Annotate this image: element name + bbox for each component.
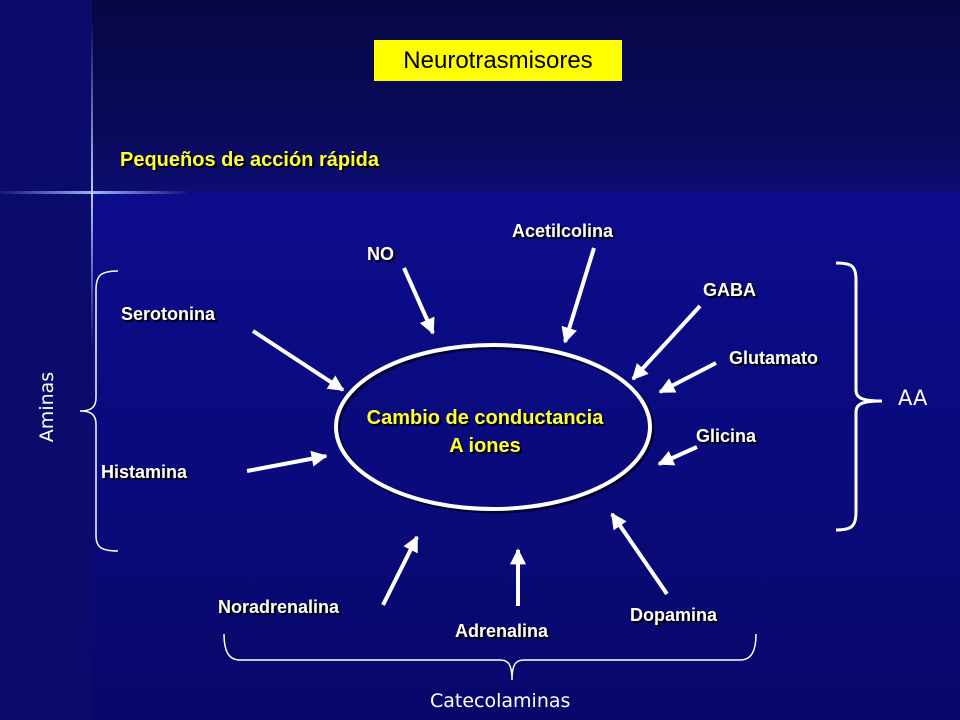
light-flare-vertical (91, 20, 93, 350)
node-no: NO (367, 244, 394, 264)
node-histamina: Histamina (101, 462, 188, 482)
node-glutamato: Glutamato (729, 348, 819, 368)
node-dopamina: Dopamina (630, 605, 718, 625)
center-label: Cambio de conductancia A iones (335, 404, 635, 460)
group-label-aa: AA (898, 386, 928, 410)
background-main-area (92, 193, 960, 720)
arrow-acetilcolina (561, 247, 596, 344)
center-label-line1: Cambio de conductancia (366, 407, 604, 429)
background-left-band (0, 0, 92, 720)
arrow-dopamina (610, 512, 669, 596)
brace-aa (835, 261, 883, 532)
node-noradrenalina: Noradrenalina (218, 597, 340, 617)
brace-aminas (79, 270, 119, 552)
node-adrenalina: Adrenalina (455, 621, 549, 641)
arrow-glicina (657, 445, 698, 466)
center-label-line2: A iones (449, 435, 521, 457)
node-glicina: Glicina (696, 426, 757, 446)
node-serotonina: Serotonina (121, 304, 216, 324)
background-top-band (92, 0, 960, 193)
arrow-gaba (631, 304, 702, 381)
group-label-catecolaminas: Catecolaminas (430, 690, 571, 712)
arrow-noradrenalina (381, 535, 419, 606)
brace-catecolaminas (223, 633, 757, 681)
group-label-aminas: Aminas (36, 371, 58, 443)
light-flare-horizontal (0, 191, 190, 194)
arrow-serotonina (251, 329, 345, 392)
center-ellipse (334, 343, 652, 511)
arrow-no (402, 267, 435, 335)
slide-title: Neurotrasmisores (374, 40, 622, 81)
slide-subtitle: Pequeños de acción rápida (120, 149, 379, 171)
node-gaba: GABA (703, 280, 756, 300)
arrow-glutamato (658, 361, 717, 394)
node-acetilcolina: Acetilcolina (512, 221, 614, 241)
arrow-histamina (246, 450, 328, 473)
